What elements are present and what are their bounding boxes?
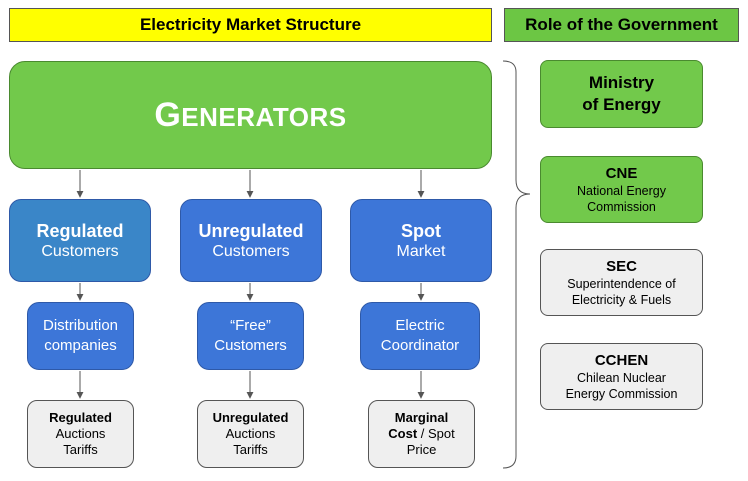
free-customers-box: “Free” Customers: [197, 302, 304, 370]
unregulated-pricing-line1: Unregulated: [212, 410, 289, 425]
cne-sub-line2: Commission: [587, 199, 656, 214]
spot-pricing-line2-bold: Cost: [388, 426, 418, 441]
spot-pricing-line3: Price: [406, 442, 437, 457]
electric-coordinator-box: Electric Coordinator: [360, 302, 480, 370]
spot-pricing-box: Marginal Cost / Spot Price: [368, 400, 475, 468]
regulated-pricing-line2: Auctions: [55, 426, 106, 441]
market-structure-title: Electricity Market Structure: [139, 15, 362, 34]
spot-pricing-line1: Marginal: [394, 410, 449, 425]
cchen-sub-line1: Chilean Nuclear: [577, 370, 666, 385]
spot-market-subtitle: Market: [396, 242, 446, 260]
ministry-of-energy-box: Ministry of Energy: [540, 60, 703, 128]
electric-coordinator-line2: Coordinator: [380, 337, 460, 354]
spot-market-box: Spot Market: [350, 199, 492, 282]
cne-title: CNE: [605, 164, 638, 182]
unregulated-customers-title: Unregulated: [198, 220, 304, 241]
distribution-companies-line2: companies: [44, 337, 117, 354]
electric-coordinator-line1: Electric: [395, 317, 445, 334]
government-role-header: Role of the Government: [504, 8, 739, 42]
unregulated-pricing-line3: Tariffs: [233, 442, 268, 457]
regulated-pricing-box: Regulated Auctions Tariffs: [27, 400, 134, 468]
generators-label: GENERATORS: [154, 96, 346, 135]
ministry-title-line1: Ministry: [588, 73, 655, 92]
regulated-pricing-line3: Tariffs: [63, 442, 98, 457]
cchen-box: CCHEN Chilean Nuclear Energy Commission: [540, 343, 703, 410]
unregulated-pricing-box: Unregulated Auctions Tariffs: [197, 400, 304, 468]
unregulated-pricing-line2: Auctions: [225, 426, 276, 441]
distribution-companies-box: Distribution companies: [27, 302, 134, 370]
market-structure-header: Electricity Market Structure: [9, 8, 492, 42]
cchen-sub-line2: Energy Commission: [565, 386, 678, 401]
generators-rest: ENERATORS: [181, 101, 347, 132]
cne-box: CNE National Energy Commission: [540, 156, 703, 223]
regulated-customers-subtitle: Customers: [41, 242, 119, 260]
spot-market-title: Spot: [401, 220, 441, 241]
generators-box: GENERATORS: [9, 61, 492, 169]
free-customers-line1: “Free”: [230, 317, 271, 334]
sec-sub-line2: Electricity & Fuels: [571, 292, 672, 307]
ministry-title-line2: of Energy: [582, 95, 661, 114]
regulated-customers-box: Regulated Customers: [9, 199, 151, 282]
unregulated-customers-subtitle: Customers: [212, 242, 290, 260]
free-customers-line2: Customers: [214, 337, 287, 354]
spot-pricing-line2-rest: / Spot: [417, 426, 455, 441]
sec-sub-line1: Superintendence of: [567, 276, 676, 291]
spot-pricing-line2: Cost / Spot: [388, 426, 454, 442]
generators-initial: G: [154, 95, 182, 134]
sec-title: SEC: [606, 257, 637, 275]
cne-sub-line1: National Energy: [577, 183, 666, 198]
distribution-companies-line1: Distribution: [42, 317, 119, 334]
regulated-pricing-line1: Regulated: [49, 410, 112, 425]
government-bracket: [502, 60, 531, 469]
cchen-title: CCHEN: [594, 351, 649, 369]
unregulated-customers-box: Unregulated Customers: [180, 199, 322, 282]
regulated-customers-title: Regulated: [36, 220, 124, 241]
government-role-title: Role of the Government: [525, 15, 718, 34]
sec-box: SEC Superintendence of Electricity & Fue…: [540, 249, 703, 316]
